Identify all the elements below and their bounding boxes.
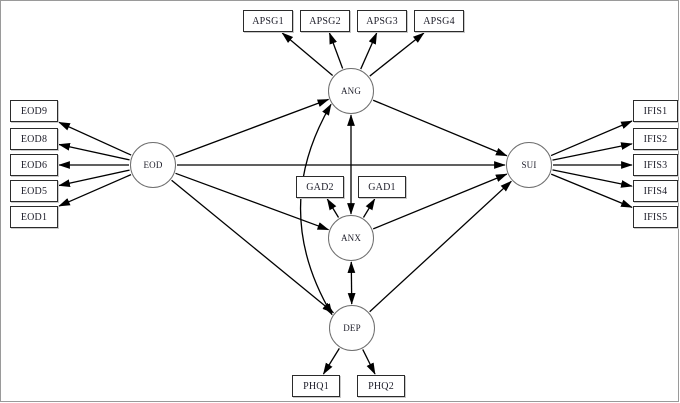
edge-anx-to-sui (372, 173, 508, 230)
observed-variable-gad2[interactable]: GAD2 (296, 176, 344, 198)
node-label: EOD8 (20, 133, 48, 145)
observed-variable-apsg4[interactable]: APSG4 (414, 10, 464, 32)
edge-anx-to-gad2 (326, 198, 340, 218)
node-label: IFIS1 (643, 105, 668, 117)
observed-variable-phq2[interactable]: PHQ2 (357, 375, 405, 397)
edge-eod-to-eod8 (58, 142, 130, 161)
edge-ang-to-apsg1 (281, 32, 334, 77)
node-label: PHQ2 (368, 380, 394, 392)
edge-sui-to-ifis5 (550, 173, 633, 208)
node-label: GAD1 (368, 181, 396, 193)
edge-dep-to-sui (369, 180, 512, 313)
observed-variable-gad1[interactable]: GAD1 (358, 176, 406, 198)
edge-ang-to-apsg3 (360, 32, 378, 70)
observed-variable-eod8[interactable]: EOD8 (10, 128, 58, 150)
edge-dep-to-phq2 (362, 349, 376, 375)
edge-ang-to-sui (372, 99, 508, 157)
edge-eod-to-dep (171, 179, 335, 314)
node-label: EOD5 (20, 185, 48, 197)
observed-variable-eod6[interactable]: EOD6 (10, 154, 58, 176)
latent-variable-eod[interactable]: EOD (130, 142, 176, 188)
node-label: EOD1 (20, 211, 48, 223)
node-label: IFIS4 (643, 185, 668, 197)
observed-variable-phq1[interactable]: PHQ1 (292, 375, 340, 397)
edge-sui-to-ifis2 (552, 142, 633, 161)
node-label: EOD (143, 160, 163, 170)
observed-variable-apsg1[interactable]: APSG1 (243, 10, 293, 32)
observed-variable-eod5[interactable]: EOD5 (10, 180, 58, 202)
edge-eod-to-ang (175, 98, 330, 158)
node-label: ANG (340, 86, 362, 96)
edge-dep-to-phq1 (322, 348, 340, 375)
observed-variable-ifis5[interactable]: IFIS5 (633, 206, 678, 228)
edge-ang-to-apsg4 (369, 32, 425, 77)
observed-variable-ifis3[interactable]: IFIS3 (633, 154, 678, 176)
node-label: EOD6 (20, 159, 48, 171)
node-label: APSG1 (252, 15, 284, 27)
node-label: IFIS3 (643, 159, 668, 171)
node-label: PHQ1 (303, 380, 329, 392)
node-label: IFIS5 (643, 211, 668, 223)
edge-anx-to-gad1 (362, 198, 376, 218)
node-label: APSG2 (309, 15, 341, 27)
edge-eod-to-eod1 (58, 174, 132, 207)
observed-variable-ifis4[interactable]: IFIS4 (633, 180, 678, 202)
node-label: ANX (340, 233, 362, 243)
node-label: SUI (521, 160, 537, 170)
node-label: GAD2 (306, 181, 334, 193)
edge-sui-to-ifis4 (552, 169, 633, 188)
edge-group (58, 32, 633, 375)
observed-variable-ifis1[interactable]: IFIS1 (633, 100, 678, 122)
edge-eod-to-eod9 (58, 121, 132, 156)
node-label: IFIS2 (643, 133, 668, 145)
latent-variable-anx[interactable]: ANX (328, 215, 374, 261)
observed-variable-ifis2[interactable]: IFIS2 (633, 128, 678, 150)
edge-eod-to-eod5 (58, 169, 130, 188)
observed-variable-apsg2[interactable]: APSG2 (300, 10, 350, 32)
observed-variable-eod1[interactable]: EOD1 (10, 206, 58, 228)
node-label: DEP (343, 323, 361, 333)
latent-variable-sui[interactable]: SUI (506, 142, 552, 188)
observed-variable-apsg3[interactable]: APSG3 (357, 10, 407, 32)
edge-ang-to-dep (299, 103, 333, 316)
latent-variable-dep[interactable]: DEP (329, 305, 375, 351)
node-label: APSG4 (423, 15, 455, 27)
edge-sui-to-ifis1 (550, 120, 633, 157)
edge-ang-to-apsg2 (328, 32, 344, 69)
observed-variable-eod9[interactable]: EOD9 (10, 100, 58, 122)
edge-eod-to-anx (175, 172, 330, 231)
node-label: EOD9 (20, 105, 48, 117)
node-label: APSG3 (366, 15, 398, 27)
latent-variable-ang[interactable]: ANG (328, 68, 374, 114)
